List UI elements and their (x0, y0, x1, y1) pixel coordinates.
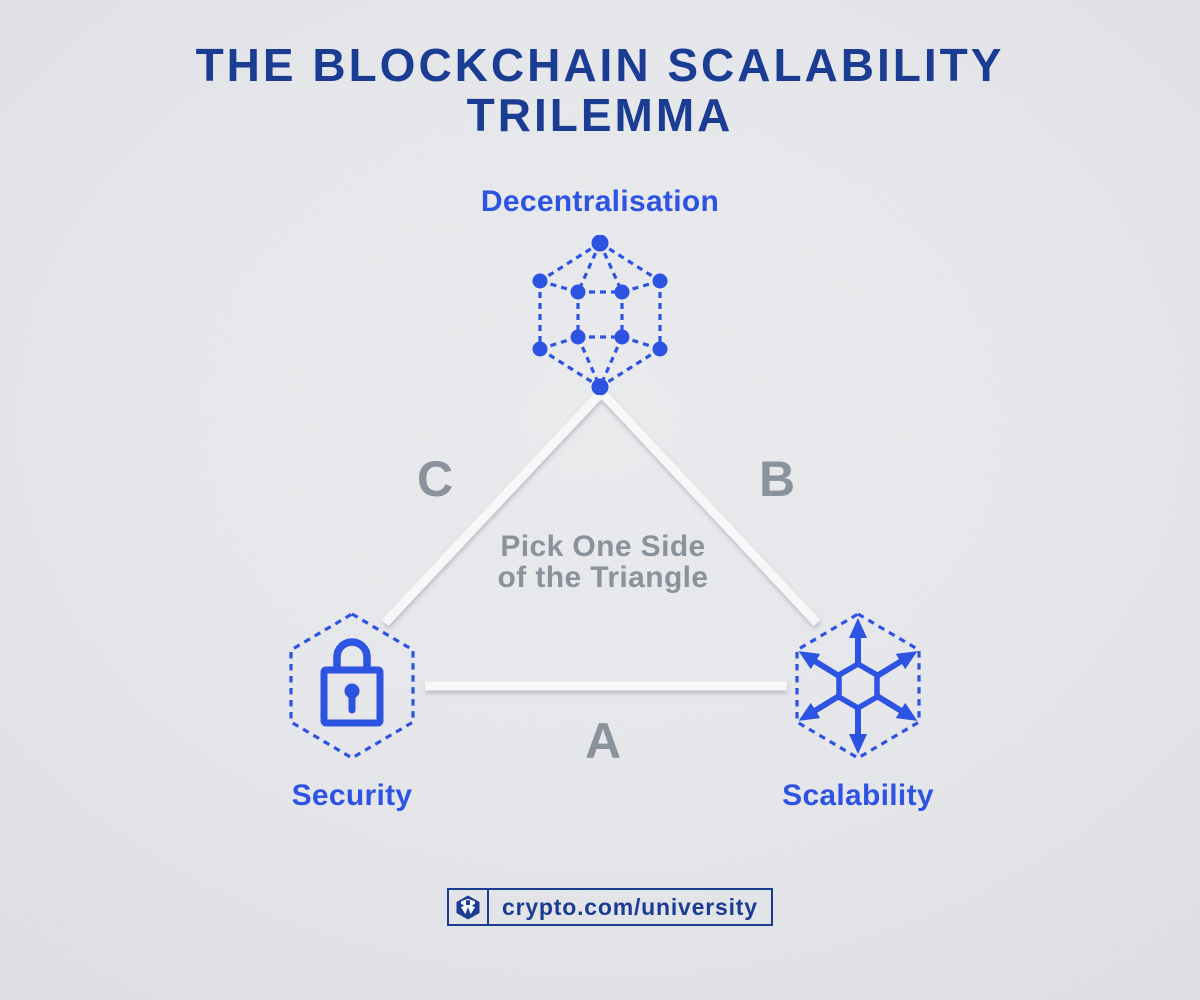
center-note-line1: Pick One Side (500, 530, 706, 563)
side-label-a: A (584, 713, 622, 769)
network-cube-icon (532, 235, 668, 395)
page-title-line2: TRILEMMA (466, 89, 734, 141)
side-label-c: C (416, 451, 454, 507)
side-label-b: B (758, 451, 796, 507)
security-label: Security (291, 779, 413, 812)
center-note-line2: of the Triangle (497, 561, 709, 594)
crypto-com-logo (449, 890, 489, 924)
padlock-icon (289, 612, 415, 760)
decentralisation-label: Decentralisation (480, 185, 720, 218)
scalability-label: Scalability (782, 779, 934, 812)
center-note: Pick One Side of the Triangle (3, 531, 1200, 593)
page-title-line1: THE BLOCKCHAIN SCALABILITY (195, 39, 1005, 91)
brand-url: crypto.com/university (502, 893, 758, 920)
brand-badge[interactable]: crypto.com/university (447, 888, 773, 926)
expand-arrows-icon (795, 612, 921, 760)
page-title: THE BLOCKCHAIN SCALABILITY TRILEMMA (0, 40, 1200, 140)
